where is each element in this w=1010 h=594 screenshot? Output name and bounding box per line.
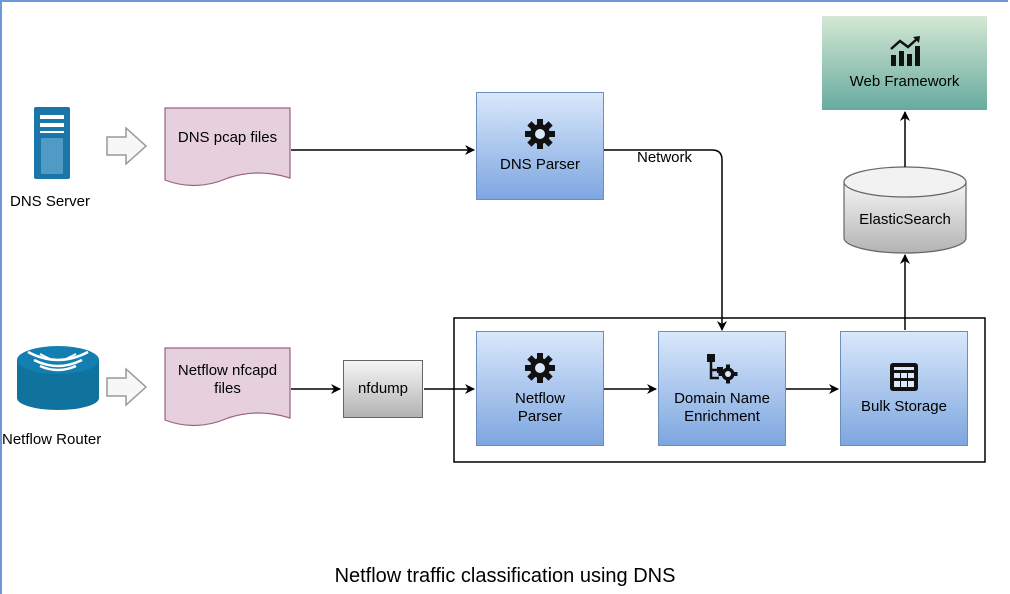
router-icon [17,346,99,410]
diagram-title: Netflow traffic classification using DNS [334,565,676,587]
server-icon [34,107,70,179]
storage-grid-icon [890,362,918,391]
web-framework-node: Web Framework [822,16,987,110]
netflow-parser-node: Netflow Parser [476,331,604,446]
web-framework-label: Web Framework [849,73,960,90]
bulk-storage-node: Bulk Storage [840,331,968,446]
pipeline-group-box [453,317,986,463]
elasticsearch-label: ElasticSearch [859,211,951,228]
netflow-nfcapd-doc-shape [164,347,291,427]
netflow-router-label: Netflow Router [2,431,102,448]
chart-icon [889,36,920,66]
dns-pcap-files: DNS pcap files [177,129,278,146]
dns-parser-node: DNS Parser [476,92,604,200]
nfdump-label: nfdump [357,380,409,397]
netflow-parser-label: Netflow Parser [514,389,566,425]
domain-enrichment-node: Domain Name Enrichment [658,331,786,446]
hollow-arrow-icon [106,126,148,407]
hierarchy-gear-icon [707,353,738,383]
edge-dns-parser-to-enrichment [604,149,727,331]
domain-enrichment-label: Domain Name Enrichment [674,389,770,425]
network-edge-label: Network [637,149,693,166]
elasticsearch-cylinder [843,166,967,254]
edges [291,111,910,394]
bulk-storage-label: Bulk Storage [861,397,947,415]
gear-icon [525,119,555,149]
gear-icon [525,352,555,383]
nfdump-node: nfdump [343,360,423,418]
dns-server-label: DNS Server [10,193,91,210]
dns-pcap-doc-shape [164,107,291,187]
dns-parser-label: DNS Parser [499,156,581,173]
netflow-nfcapd-files: Netflow nfcapd files [177,362,278,397]
